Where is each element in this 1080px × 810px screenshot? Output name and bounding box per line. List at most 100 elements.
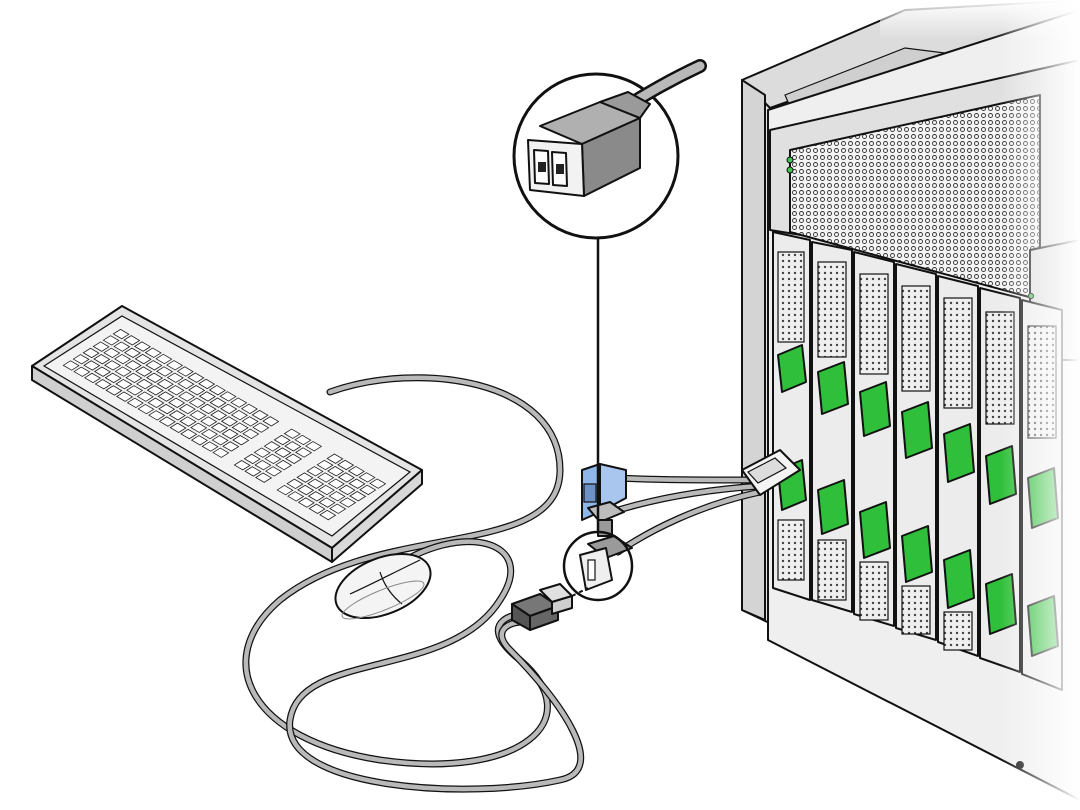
key-icon xyxy=(200,428,218,440)
latch-green-icon[interactable] xyxy=(859,381,891,437)
key-icon xyxy=(222,441,240,452)
key-icon xyxy=(230,409,248,421)
key-icon xyxy=(286,478,304,490)
key-icon xyxy=(115,378,133,390)
latch-green-icon[interactable] xyxy=(777,344,807,393)
key-icon xyxy=(83,372,102,384)
key-icon xyxy=(83,360,101,371)
key-icon xyxy=(327,466,345,477)
key-icon xyxy=(285,453,303,464)
key-icon xyxy=(146,372,164,383)
key-icon xyxy=(104,372,122,384)
key-icon xyxy=(113,353,132,365)
key-icon xyxy=(359,484,377,496)
key-icon xyxy=(276,484,294,496)
blade-chassis xyxy=(741,0,1080,810)
key-icon xyxy=(92,341,110,352)
key-icon xyxy=(188,397,206,408)
key-icon xyxy=(124,360,142,371)
key-icon xyxy=(158,403,176,415)
key-icon xyxy=(166,372,184,383)
key-icon xyxy=(297,497,315,508)
key-icon xyxy=(337,459,355,471)
key-icon xyxy=(180,428,198,440)
latch-green-icon[interactable] xyxy=(817,361,849,415)
key-icon xyxy=(339,497,357,508)
key-icon xyxy=(284,441,302,452)
peripheral-cables xyxy=(242,374,585,793)
key-icon xyxy=(358,472,376,483)
key-icon xyxy=(326,453,344,464)
key-icon xyxy=(232,435,250,446)
key-icon xyxy=(103,360,122,371)
key-icon xyxy=(168,410,186,421)
key-icon xyxy=(317,484,335,496)
key-icon xyxy=(220,403,238,415)
latch-green-icon[interactable] xyxy=(943,423,975,483)
latch-green-icon[interactable] xyxy=(943,549,975,609)
latch-green-icon[interactable] xyxy=(901,525,933,583)
key-icon xyxy=(349,491,367,502)
key-icon xyxy=(208,384,226,396)
key-icon xyxy=(178,391,196,402)
key-icon xyxy=(283,428,301,439)
key-icon xyxy=(177,378,195,390)
led-indicator-icon xyxy=(786,156,794,164)
key-icon xyxy=(167,385,185,396)
blade-3 xyxy=(853,251,895,627)
key-icon xyxy=(200,416,218,427)
key-icon xyxy=(262,416,280,427)
key-icon xyxy=(253,447,271,458)
key-icon xyxy=(242,428,260,440)
key-icon xyxy=(136,391,154,402)
key-icon xyxy=(233,460,251,471)
key-icon xyxy=(244,466,262,477)
key-icon xyxy=(287,491,305,502)
mouse[interactable] xyxy=(326,541,440,630)
usb-plug[interactable] xyxy=(511,583,589,631)
key-icon xyxy=(136,378,154,390)
keyboard[interactable] xyxy=(31,305,423,563)
key-icon xyxy=(123,347,142,358)
key-icon xyxy=(156,378,174,390)
key-icon xyxy=(294,434,312,446)
key-icon xyxy=(169,422,187,433)
key-icon xyxy=(254,459,272,471)
key-icon xyxy=(113,341,131,352)
key-icon xyxy=(155,353,173,365)
key-icon xyxy=(209,397,227,408)
key-icon xyxy=(210,410,228,421)
serial-connector[interactable] xyxy=(587,501,625,537)
key-icon xyxy=(126,385,144,396)
key-icon xyxy=(198,391,216,402)
key-icon xyxy=(72,354,90,365)
dongle-cable[interactable] xyxy=(579,449,801,591)
key-icon xyxy=(112,328,130,340)
key-icon xyxy=(264,453,282,465)
latch-green-icon[interactable] xyxy=(817,479,849,535)
key-icon xyxy=(274,447,292,458)
key-icon xyxy=(240,403,258,415)
led-indicator-icon xyxy=(786,166,794,174)
blade-1 xyxy=(772,231,811,601)
key-icon xyxy=(135,366,153,377)
key-icon xyxy=(199,403,217,415)
key-icon xyxy=(230,397,248,408)
latch-green-icon[interactable] xyxy=(859,501,891,559)
key-icon xyxy=(327,478,345,489)
key-icon xyxy=(103,347,121,359)
key-icon xyxy=(105,385,123,396)
key-icon xyxy=(62,360,80,371)
key-icon xyxy=(347,465,365,477)
key-icon xyxy=(305,441,323,452)
key-icon xyxy=(94,379,112,390)
key-icon xyxy=(133,341,152,352)
latch-green-icon[interactable] xyxy=(901,401,933,459)
key-icon xyxy=(317,472,335,483)
key-icon xyxy=(210,422,228,433)
key-icon xyxy=(137,403,155,415)
key-icon xyxy=(295,447,313,458)
key-icon xyxy=(123,335,141,346)
key-icon xyxy=(328,491,346,502)
